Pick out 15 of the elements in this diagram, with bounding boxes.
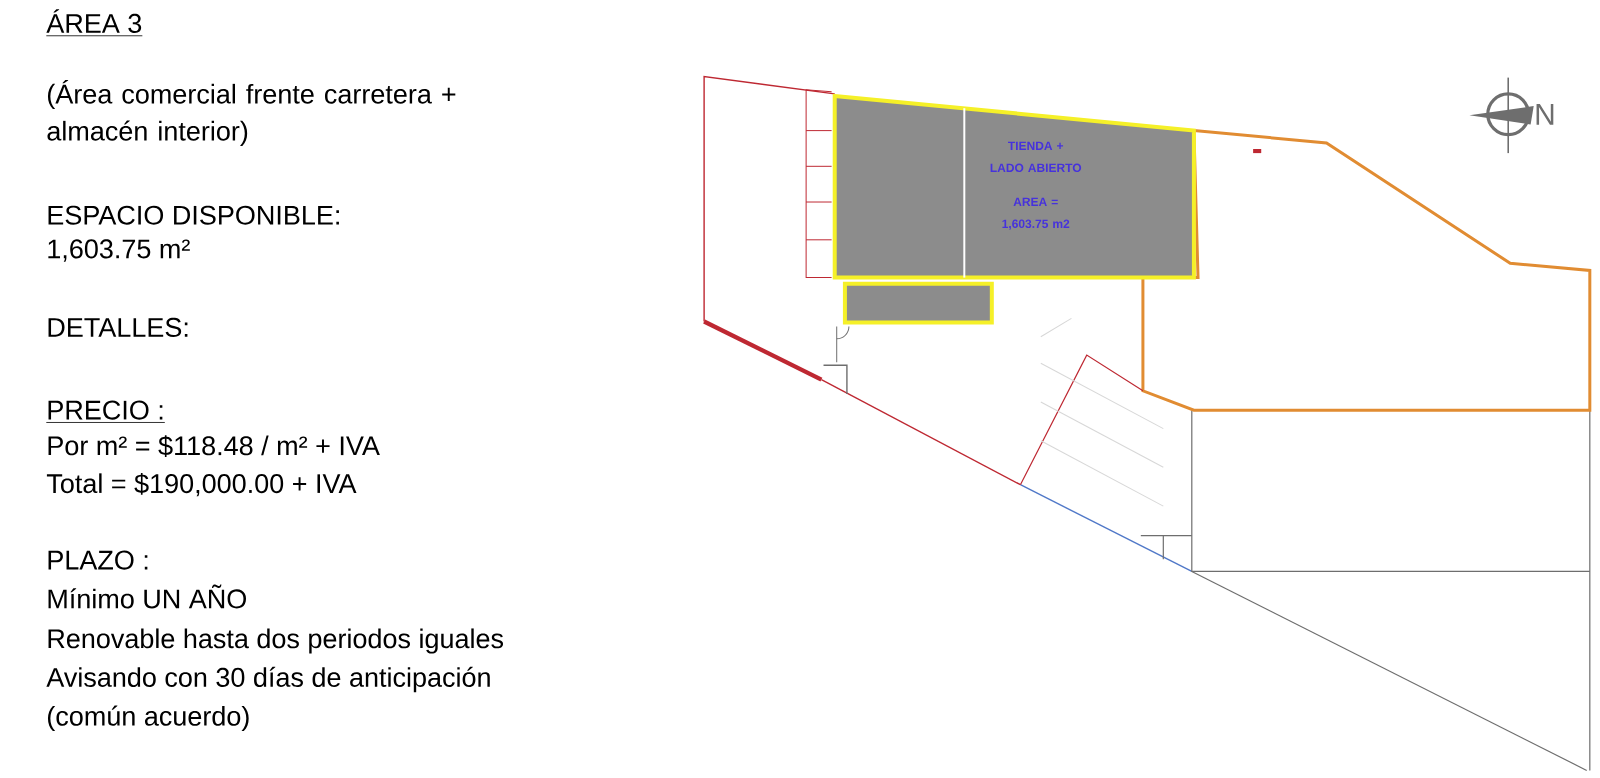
section-heading: DETALLES: — [48, 317, 188, 337]
section-heading: PRECIO : — [45, 400, 166, 423]
price-line: Por m² = $118.48 / m² + IVA — [48, 435, 380, 457]
area-value: 1,603.75 m² — [48, 239, 190, 262]
area-block: TIENDA + LADO ABIERTO AREA = 1,603.75 m2 — [832, 93, 1196, 325]
term-line: (común acuerdo) — [47, 705, 249, 732]
title: ÁREA 3 — [45, 9, 143, 37]
subtitle: (Área comercial frente carretera + almacén interior) — [47, 80, 456, 146]
section-heading: ESPACIO DISPONIBLE: — [48, 205, 339, 225]
compass-letter: N — [1536, 104, 1554, 125]
term-line: Avisando con 30 días de anticipación — [46, 666, 490, 693]
section-heading: PLAZO : — [48, 550, 148, 570]
term-line: Mínimo UN AÑO — [48, 584, 246, 609]
term-line: Renovable hasta dos periodos iguales — [48, 628, 504, 654]
price-line: Total = $190,000.00 + IVA — [46, 472, 357, 497]
